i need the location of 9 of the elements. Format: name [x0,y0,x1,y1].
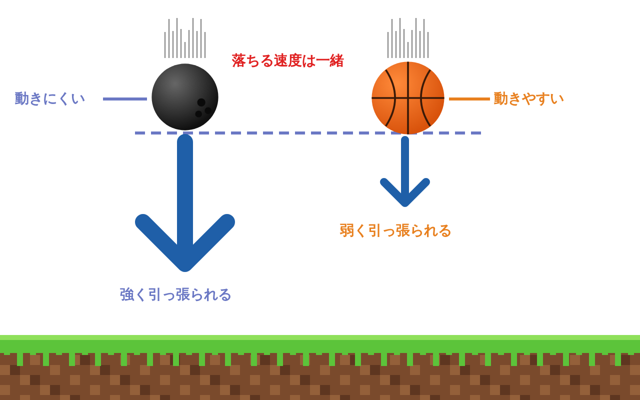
leader-line [103,98,147,100]
force-label: 弱く引っ張られる [340,222,452,240]
bowling-ball-picture [151,63,219,131]
force-label: 強く引っ張られる [120,286,232,304]
leader-line [449,98,490,100]
node-label: 動きやすい [494,89,582,109]
basketball-picture [371,61,445,135]
node-label: 動きにくい [15,89,99,109]
heading-text: 落ちる速度は一緒 [232,52,344,70]
